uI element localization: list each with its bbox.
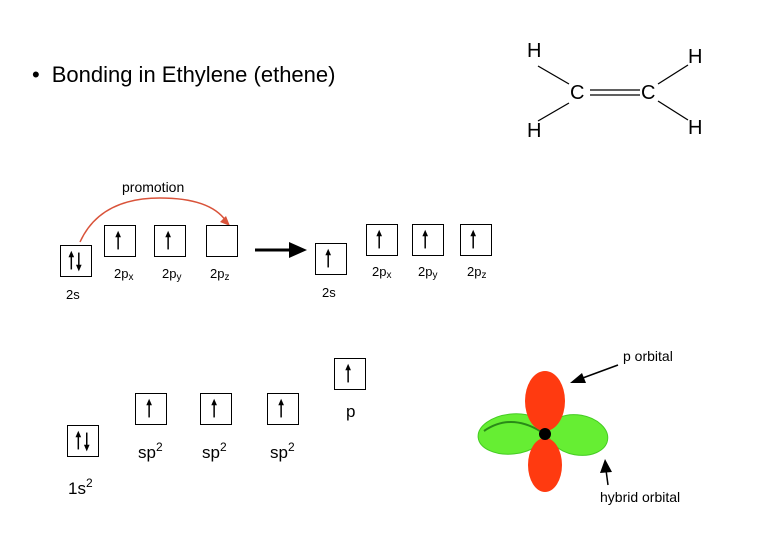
label-2px-ground: 2px bbox=[114, 266, 134, 283]
label-2s-excited: 2s bbox=[322, 285, 336, 300]
label-2pz-excited: 2pz bbox=[467, 264, 487, 281]
orbital-box-2py-excited bbox=[412, 224, 444, 256]
label-p: p bbox=[346, 402, 356, 421]
label-2px-excited: 2px bbox=[372, 264, 392, 281]
hydrogen-top-right: H bbox=[688, 46, 703, 68]
carbon-left: C bbox=[570, 82, 585, 104]
orbital-box-1s bbox=[67, 425, 99, 457]
hydrogen-bottom-left: H bbox=[527, 120, 542, 142]
orbital-box-2py-ground bbox=[154, 225, 186, 257]
sp2-lobe-edge bbox=[483, 421, 541, 432]
promotion-arrow bbox=[79, 197, 230, 243]
label-2pz-ground: 2pz bbox=[210, 266, 230, 283]
orbital-illustration bbox=[477, 364, 619, 492]
p-orbital-pointer-arrow bbox=[570, 373, 586, 383]
orbital-box-2pz-excited bbox=[460, 224, 492, 256]
hybrid-orbital-pointer-arrow bbox=[600, 459, 612, 473]
orbital-box-sp2-2 bbox=[200, 393, 232, 425]
orbital-box-sp2-1 bbox=[135, 393, 167, 425]
title-bullet: • bbox=[32, 62, 40, 87]
orbital-box-2pz-ground bbox=[206, 225, 238, 257]
title-text: Bonding in Ethylene (ethene) bbox=[51, 62, 336, 87]
p-orbital-label: p orbital bbox=[623, 348, 673, 364]
label-sp2-2: sp2 bbox=[202, 440, 227, 462]
transition-arrow bbox=[255, 242, 307, 258]
hybrid-orbital-label: hybrid orbital bbox=[600, 489, 681, 505]
label-2py-excited: 2py bbox=[418, 264, 438, 281]
orbital-box-p bbox=[334, 358, 366, 390]
label-sp2-3: sp2 bbox=[270, 440, 295, 462]
p-lobe-top bbox=[525, 371, 565, 431]
orbital-box-2px-excited bbox=[366, 224, 398, 256]
label-1s2: 1s2 bbox=[68, 476, 93, 498]
p-lobe-bottom bbox=[528, 438, 562, 492]
orbital-box-2s-excited bbox=[315, 243, 347, 275]
orbital-box-2px-ground bbox=[104, 225, 136, 257]
label-sp2-1: sp2 bbox=[138, 440, 163, 462]
orbital-box-sp2-3 bbox=[267, 393, 299, 425]
label-2s-ground: 2s bbox=[66, 287, 80, 302]
slide-title: • Bonding in Ethylene (ethene) bbox=[32, 62, 335, 88]
hydrogen-top-left: H bbox=[527, 40, 542, 62]
orbital-box-2s-ground bbox=[60, 245, 92, 277]
promotion-label: promotion bbox=[122, 179, 185, 195]
ethylene-bond-lines bbox=[537, 64, 689, 122]
carbon-right: C bbox=[641, 82, 656, 104]
nucleus bbox=[539, 428, 551, 440]
label-2py-ground: 2py bbox=[162, 266, 182, 283]
hydrogen-bottom-right: H bbox=[688, 117, 703, 139]
